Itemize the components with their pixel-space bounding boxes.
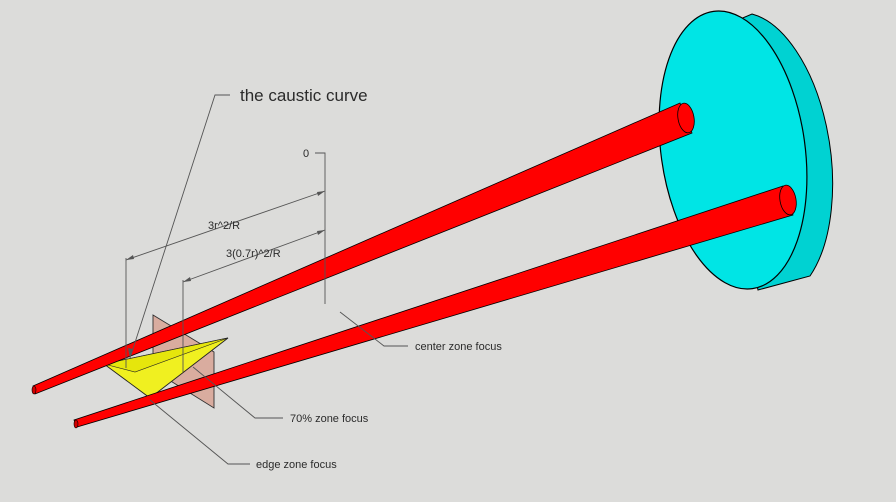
dimension-lines [125, 152, 326, 372]
caustic-label: the caustic curve [240, 86, 368, 105]
upper-beam-tip [31, 385, 37, 395]
center-focus-label: center zone focus [415, 341, 502, 353]
dim-edge-label: 3r^2/R [208, 220, 240, 232]
dim-70-label: 3(0.7r)^2/R [226, 248, 281, 260]
lower-beam-tip [73, 419, 79, 429]
beams [31, 102, 797, 429]
caustic-cone [102, 337, 229, 399]
focus-70-label: 70% zone focus [290, 413, 369, 425]
edge-focus-label: edge zone focus [256, 459, 337, 471]
lower-beam-end [779, 184, 797, 216]
upper-beam-end [677, 102, 695, 134]
zero-label: 0 [303, 148, 309, 160]
mirror [658, 10, 834, 291]
leader-lines [128, 94, 408, 465]
